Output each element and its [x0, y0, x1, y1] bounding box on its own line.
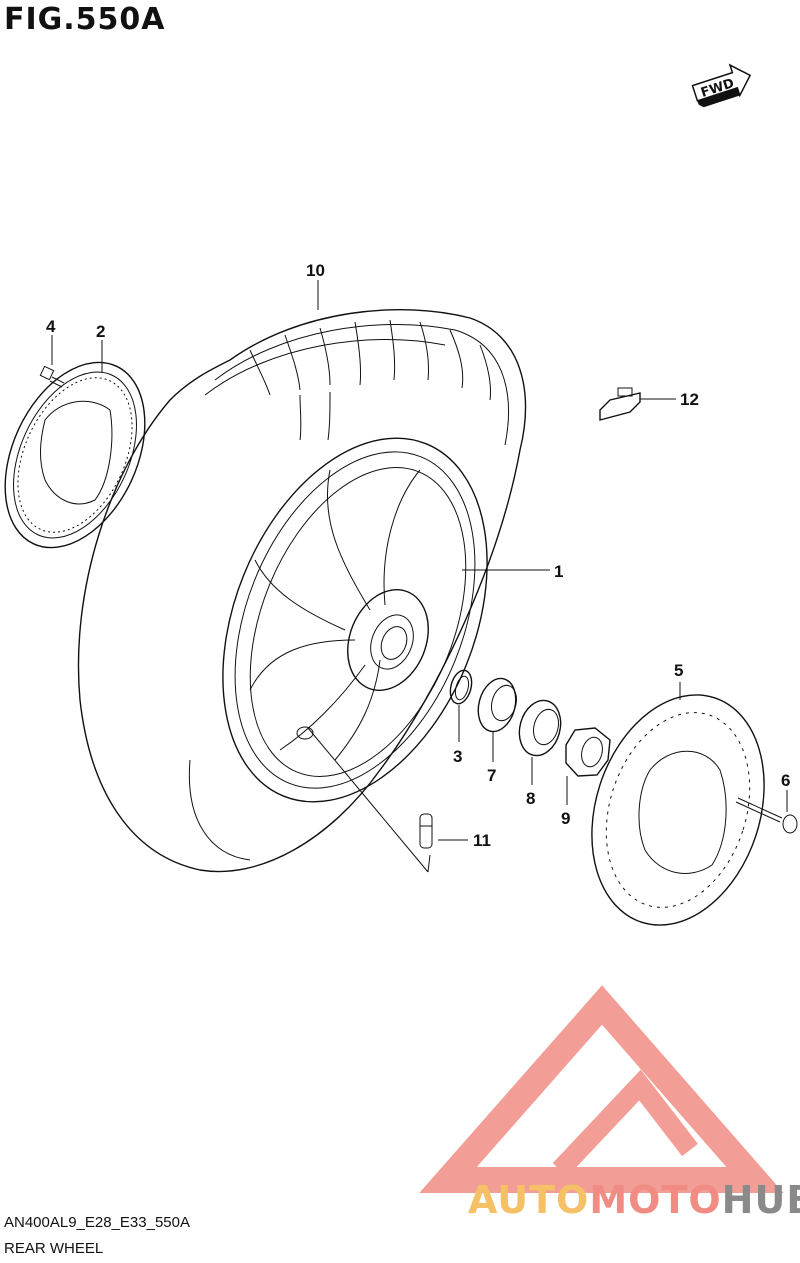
o-ring	[449, 669, 473, 705]
axle-nut	[565, 727, 611, 777]
callout-1: 1	[554, 562, 563, 581]
callout-11: 11	[473, 831, 491, 850]
watermark-logo	[419, 985, 784, 1193]
callout-5: 5	[674, 661, 683, 680]
watermark-text: AUTOMOTOHUB	[468, 1178, 800, 1222]
bolt	[39, 365, 65, 388]
disc-bolt	[735, 797, 798, 834]
callout-6: 6	[781, 771, 790, 790]
fwd-arrow-icon: FWD	[691, 63, 752, 108]
callout-8: 8	[526, 789, 535, 808]
callout-7: 7	[487, 766, 496, 785]
figure-code: AN400AL9_E28_E33_550A	[4, 1214, 190, 1231]
callout-12: 12	[680, 390, 699, 409]
callout-9: 9	[561, 809, 570, 828]
brake-disc	[591, 694, 765, 926]
callout-10: 10	[306, 261, 325, 280]
valve	[419, 813, 433, 849]
washer	[518, 699, 562, 757]
sensor-rotor	[4, 361, 146, 549]
callout-2: 2	[96, 322, 105, 341]
callout-3: 3	[453, 747, 462, 766]
callout-4: 4	[46, 317, 56, 336]
watermark-moto: MOTO	[589, 1178, 722, 1222]
wheel-rim	[222, 437, 488, 803]
watermark-auto: AUTO	[468, 1178, 590, 1222]
leader-lines	[51, 280, 788, 873]
figure-title: FIG.550A	[4, 2, 166, 37]
balancer-weight	[599, 387, 641, 421]
watermark-hub: HUB	[721, 1178, 800, 1222]
spacer	[477, 677, 517, 733]
figure-name: REAR WHEEL	[4, 1240, 104, 1257]
